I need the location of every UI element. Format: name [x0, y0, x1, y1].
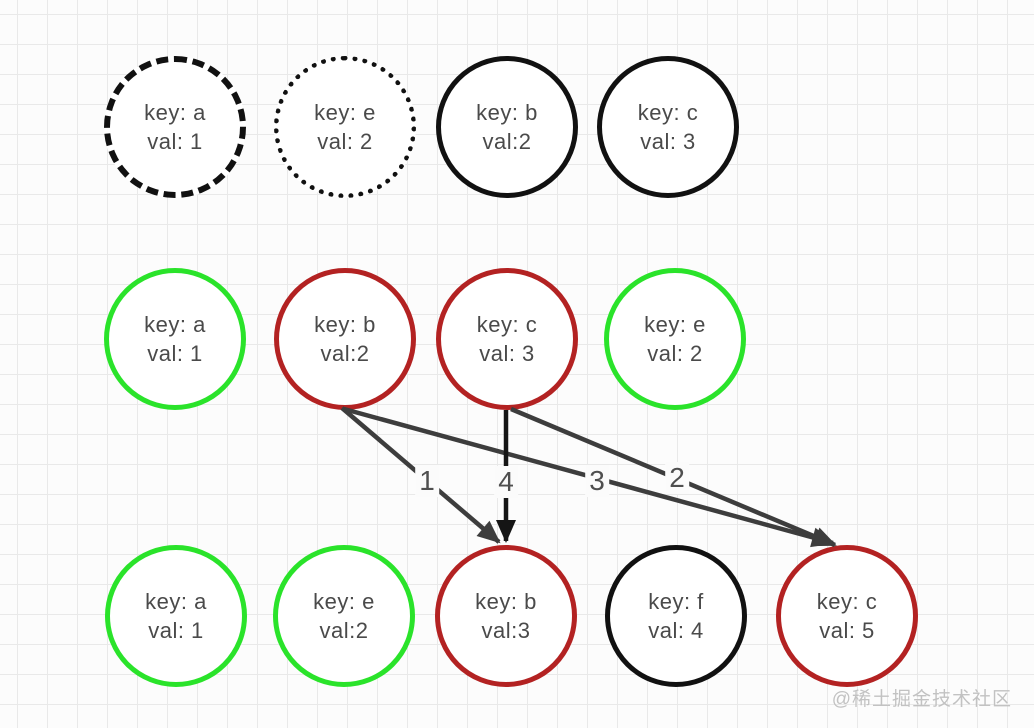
arrow-label-1: 1	[415, 465, 439, 497]
node-key: key: a	[145, 589, 207, 614]
node-key: key: b	[314, 312, 376, 337]
node-key: key: c	[476, 312, 538, 337]
node-key: key: a	[144, 312, 206, 337]
node-row1-key-b: key: b val:2	[436, 56, 578, 198]
node-row2-key-e: key: e val: 2	[604, 268, 746, 410]
node-key: key: e	[313, 589, 375, 614]
node-row1-key-c: key: c val: 3	[597, 56, 739, 198]
node-val: val: 1	[147, 341, 203, 366]
node-val: val:2	[320, 341, 370, 366]
node-row3-key-e: key: e val:2	[273, 545, 415, 687]
node-val: val:2	[319, 618, 369, 643]
node-row3-key-c: key: c val: 5	[776, 545, 918, 687]
node-key: key: e	[644, 312, 706, 337]
node-row2-key-c: key: c val: 3	[436, 268, 578, 410]
arrow-label-2: 2	[665, 462, 689, 494]
arrow-label-3: 3	[585, 465, 609, 497]
node-row3-key-b: key: b val:3	[435, 545, 577, 687]
node-val: val: 2	[317, 129, 373, 154]
node-val: val: 2	[647, 341, 703, 366]
node-val: val: 5	[819, 618, 875, 643]
watermark-text: @稀土掘金技术社区	[831, 689, 1012, 710]
arrow-label-4: 4	[494, 466, 518, 498]
node-row3-key-f: key: f val: 4	[605, 545, 747, 687]
node-key: key: b	[476, 100, 538, 125]
node-row2-key-a: key: a val: 1	[104, 268, 246, 410]
node-key: key: f	[648, 589, 704, 614]
node-row1-key-e: key: e val: 2	[274, 56, 416, 198]
node-key: key: e	[314, 100, 376, 125]
node-val: val: 3	[640, 129, 696, 154]
node-key: key: a	[144, 100, 206, 125]
node-val: val:3	[481, 618, 531, 643]
node-row2-key-b: key: b val:2	[274, 268, 416, 410]
node-row3-key-a: key: a val: 1	[105, 545, 247, 687]
node-row1-key-a: key: a val: 1	[104, 56, 246, 198]
node-key: key: c	[637, 100, 699, 125]
node-val: val: 3	[479, 341, 535, 366]
node-key: key: b	[475, 589, 537, 614]
node-val: val: 4	[648, 618, 704, 643]
node-val: val:2	[482, 129, 532, 154]
node-val: val: 1	[148, 618, 204, 643]
node-val: val: 1	[147, 129, 203, 154]
node-key: key: c	[816, 589, 878, 614]
